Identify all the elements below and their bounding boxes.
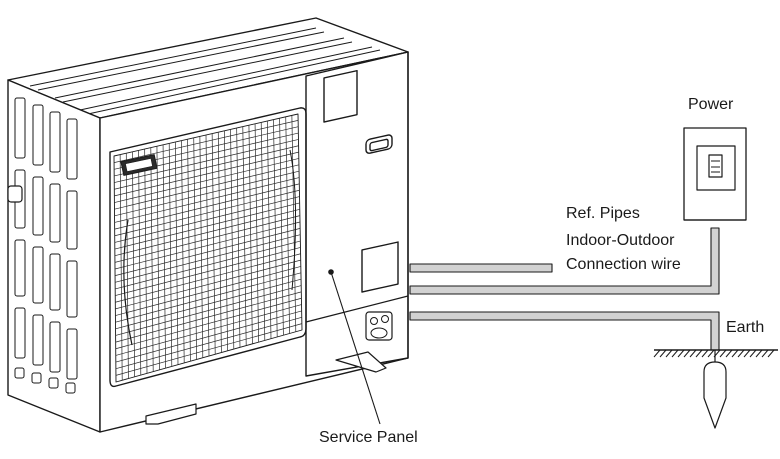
ref-pipes-line <box>409 263 553 273</box>
earth-ground <box>653 349 778 429</box>
ref-pipes-label: Ref. Pipes <box>566 205 640 222</box>
unit-top-ridges <box>29 27 381 115</box>
service-panel <box>305 51 409 377</box>
connection-wire-label: Connection wire <box>566 256 681 273</box>
power-label: Power <box>688 96 734 113</box>
grille-mesh <box>113 115 302 381</box>
service-panel-label: Service Panel <box>319 429 418 446</box>
service-panel-pointer <box>328 269 381 425</box>
panel-window-upper <box>323 69 358 123</box>
fan-grille <box>109 107 307 388</box>
indoor-outdoor-label: Indoor-Outdoor <box>566 232 675 249</box>
unit-foot-front <box>145 403 197 425</box>
side-handle <box>7 185 23 203</box>
breaker-switch <box>708 154 723 178</box>
earth-label: Earth <box>726 319 765 336</box>
ground-rod <box>703 361 727 429</box>
side-louvers <box>14 97 78 394</box>
pipes-and-wires <box>409 227 720 351</box>
earth-wire-line <box>409 311 720 351</box>
fan-blade-arc <box>123 219 133 346</box>
pipe-port <box>365 311 393 341</box>
power-switch-box <box>683 127 747 221</box>
connection-wire-line <box>409 227 720 295</box>
outdoor-unit <box>7 17 409 433</box>
panel-window-lower <box>361 241 399 293</box>
